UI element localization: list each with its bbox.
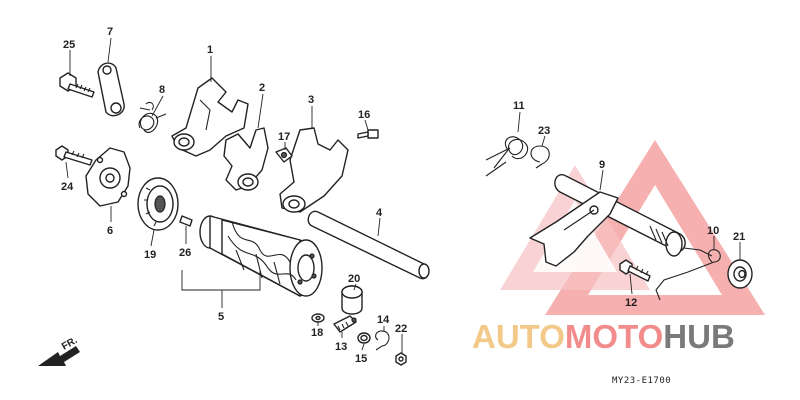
callout-2: 2	[259, 82, 265, 94]
drawing-code: MY23-E1700	[612, 376, 671, 386]
part-return-spring-10	[655, 247, 721, 301]
callout-23: 23	[538, 125, 550, 137]
part-bolt-16	[357, 129, 379, 139]
callout-26: 26	[179, 247, 191, 259]
part-fork-shaft-4	[307, 210, 430, 280]
callout-17: 17	[278, 131, 290, 143]
part-stopper-bolt-12	[619, 259, 651, 282]
callout-16: 16	[358, 109, 370, 121]
part-shift-drum-5	[199, 215, 323, 297]
part-switch-13	[333, 315, 357, 333]
watermark-word-hub: HUB	[663, 318, 735, 355]
part-shift-spindle-9	[529, 174, 686, 267]
watermark-text: AUTOMOTOHUB	[472, 318, 735, 355]
callout-5: 5	[218, 311, 224, 323]
part-bearing-19	[137, 177, 179, 231]
part-shift-fork-2	[223, 127, 269, 191]
watermark-word-auto: AUTO	[472, 318, 565, 355]
callout-15: 15	[355, 353, 367, 365]
callout-12: 12	[625, 297, 637, 309]
part-collar-20	[341, 285, 363, 315]
part-stopper-arm-7	[97, 62, 125, 117]
callout-7: 7	[107, 26, 113, 38]
part-shift-fork-1	[171, 77, 249, 157]
callout-20: 20	[348, 273, 360, 285]
part-clip-14	[375, 330, 390, 351]
callout-24: 24	[61, 181, 74, 193]
callout-11: 11	[513, 100, 525, 112]
part-pin-17	[275, 147, 293, 163]
svg-text:AUTOMOTOHUB: AUTOMOTOHUB	[472, 318, 735, 355]
part-oil-seal-21	[727, 259, 753, 289]
part-bolt-25	[59, 72, 95, 98]
part-circlip-23	[530, 145, 550, 169]
callout-4: 4	[376, 207, 383, 219]
callout-13: 13	[335, 341, 347, 353]
callout-3: 3	[308, 94, 314, 106]
callout-14: 14	[377, 314, 390, 326]
part-nut-22	[395, 352, 407, 366]
callout-18: 18	[311, 327, 323, 339]
callout-10: 10	[707, 225, 719, 237]
callout-25: 25	[63, 39, 75, 51]
callout-9: 9	[599, 159, 605, 171]
callout-21: 21	[733, 231, 745, 243]
callout-6: 6	[107, 225, 113, 237]
callout-8: 8	[159, 84, 165, 96]
part-washer-18	[311, 313, 325, 323]
callout-22: 22	[395, 323, 407, 335]
part-bolt-24	[55, 145, 93, 166]
leader-lines	[65, 37, 741, 354]
part-shift-fork-3	[279, 127, 349, 213]
part-spring-11	[485, 136, 529, 177]
part-o-ring-15	[357, 332, 371, 344]
part-dowel-pin-26	[179, 215, 193, 227]
watermark-word-moto: MOTO	[565, 318, 663, 355]
part-spring-8	[138, 101, 167, 133]
callout-19: 19	[144, 249, 156, 261]
part-star-plate-6	[85, 147, 131, 207]
callout-1: 1	[207, 44, 213, 56]
front-direction-arrow: FR.	[38, 335, 80, 366]
